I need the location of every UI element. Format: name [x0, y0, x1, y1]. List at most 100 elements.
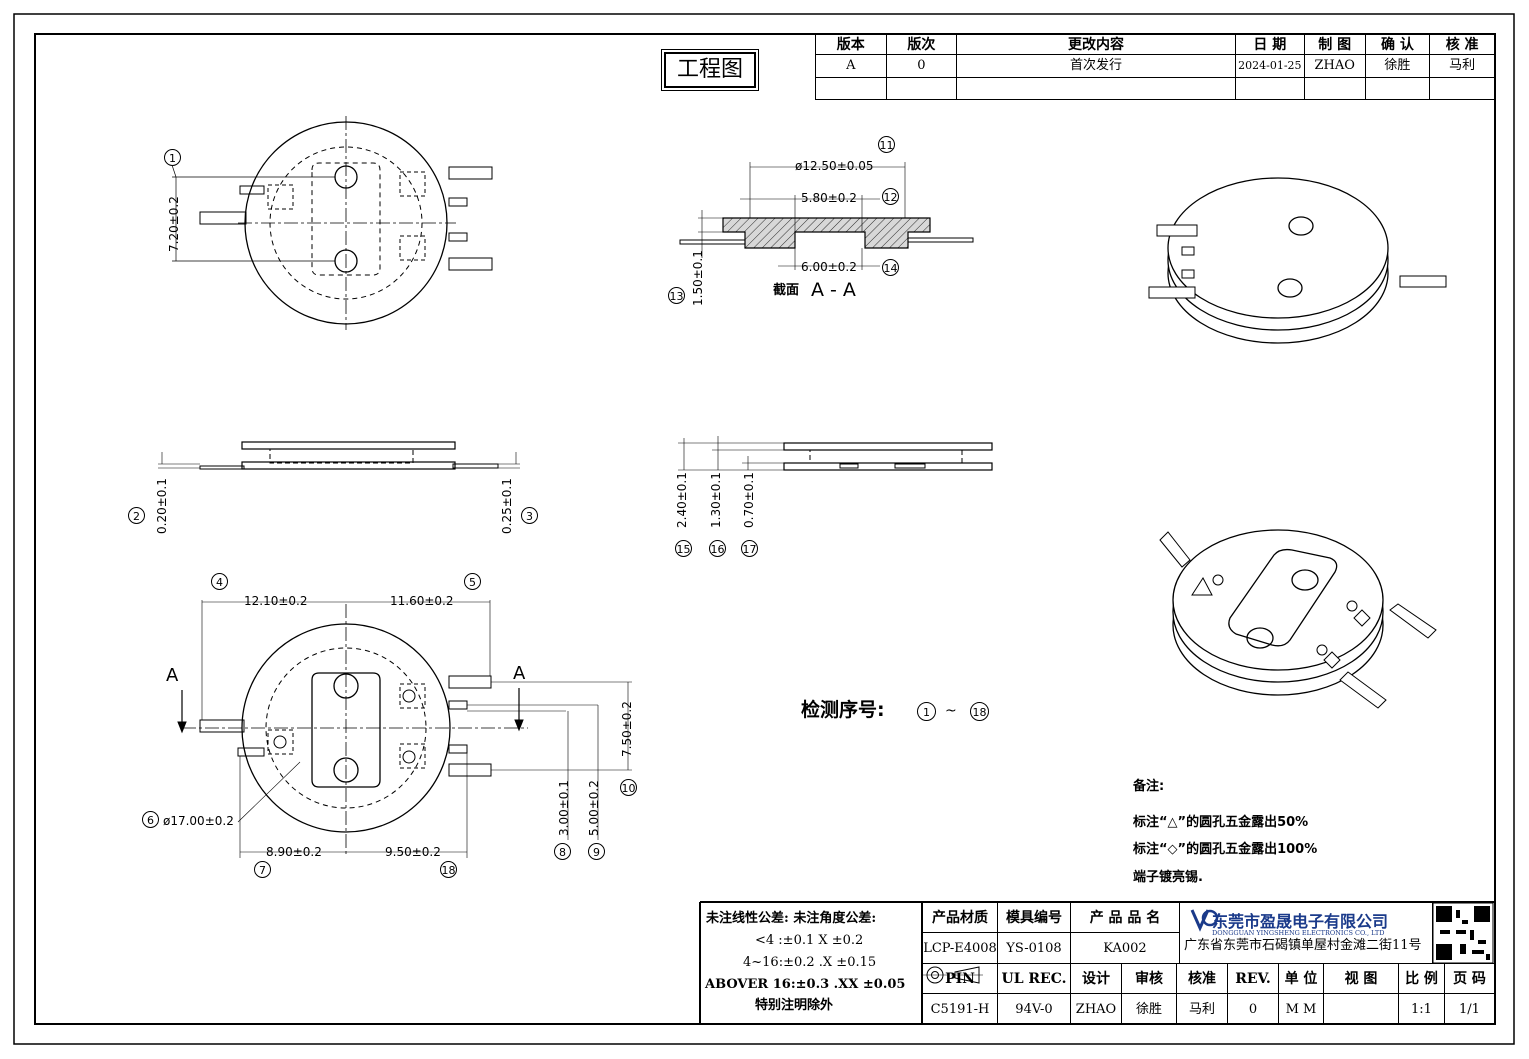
iso-view-bottom	[1159, 529, 1437, 709]
rev-header-date: 日 期	[1234, 33, 1305, 56]
balloon-16: 16	[709, 540, 726, 557]
rev-cell: 首次发行	[956, 54, 1236, 78]
rev-cell: 徐胜	[1364, 54, 1431, 78]
tb-material-header: 产品材质	[922, 902, 998, 933]
inspection-to: 18	[970, 702, 989, 721]
rev-cell: 马利	[1429, 54, 1495, 78]
tb-design-header: 设计	[1070, 963, 1122, 994]
tolerance-row: ABOVER 16:±0.3 .XX ±0.05	[705, 977, 906, 992]
balloon-2: 2	[128, 507, 145, 524]
balloon-9: 9	[588, 843, 605, 860]
dim-1: 7.20±0.2	[167, 196, 181, 252]
qr-code	[1432, 902, 1494, 964]
tb-ul-header: UL REC.	[997, 963, 1071, 994]
tb-view-symbol	[922, 965, 1399, 1025]
balloon-3: 3	[521, 507, 538, 524]
balloon-5: 5	[464, 573, 481, 590]
dim-11: ø12.50±0.05	[795, 159, 874, 173]
revision-table: 版本 版次 更改内容 日 期 制 图 确 认 核 准 A 0 首次发行 2024…	[815, 33, 1495, 101]
tolerance-row: <4 :±0.1 X ±0.2	[755, 933, 864, 948]
rev-cell: A	[815, 54, 887, 78]
company-name-cn: 东莞市盈晟电子有限公司	[1212, 911, 1389, 931]
tolerance-header: 未注线性公差: 未注角度公差:	[706, 911, 877, 926]
outer-border	[13, 13, 1515, 1045]
balloon-1: 1	[164, 149, 181, 166]
balloon-4: 4	[211, 573, 228, 590]
dim-13: 1.50±0.1	[691, 250, 705, 306]
rev-header-approve: 核 准	[1429, 33, 1495, 56]
inspection-label: 检测序号:	[801, 699, 885, 721]
balloon-8: 8	[554, 843, 571, 860]
tb-company: 东莞市盈晟电子有限公司 DONGGUAN YINGSHENG ELECTRONI…	[1179, 902, 1433, 964]
balloon-17: 17	[741, 540, 758, 557]
tb-check: 徐胜	[1121, 993, 1177, 1025]
side-view-2	[678, 436, 993, 471]
tb-name-header: 产 品 品 名	[1070, 902, 1180, 933]
notes-title: 备注:	[1133, 779, 1165, 794]
balloon-18: 18	[440, 861, 457, 878]
rev-header-version: 版本	[815, 33, 887, 56]
section-marker-right: A	[513, 663, 526, 684]
dim-5: 11.60±0.2	[390, 594, 454, 608]
dim-10: 7.50±0.2	[620, 701, 634, 757]
tolerance-row: 4~16:±0.2 .X ±0.15	[743, 955, 877, 970]
title-block-bottom: PIN UL REC. 设计 审核 核准 REV. 单 位 视 图 比 例 页 …	[922, 963, 1495, 1025]
bottom-view	[177, 600, 632, 858]
section-name: A - A	[811, 279, 856, 301]
dim-8: 3.00±0.1	[557, 780, 571, 836]
tb-rev: 0	[1227, 993, 1279, 1025]
tb-scale-header: 比 例	[1398, 963, 1445, 994]
tb-mold-header: 模具编号	[997, 902, 1071, 933]
tb-ul: 94V-0	[997, 993, 1071, 1025]
rev-header-confirm: 确 认	[1364, 33, 1431, 56]
inner-border	[34, 33, 1496, 1025]
title-block-top: 产品材质 模具编号 产 品 品 名 东莞市盈晟电子有限公司 DONGGUAN Y…	[922, 902, 1433, 964]
balloon-14: 14	[882, 259, 899, 276]
balloon-12: 12	[882, 188, 899, 205]
note-line: 标注“△”的圆孔五金露出50%	[1133, 815, 1309, 830]
tb-mold: YS-0108	[997, 932, 1071, 964]
top-view	[171, 116, 493, 330]
balloon-13: 13	[668, 287, 685, 304]
company-address: 广东省东莞市石碣镇单屋村金滩二街11号	[1184, 938, 1422, 954]
balloon-15: 15	[675, 540, 692, 557]
inspection-from: 1	[917, 702, 936, 721]
iso-view-top	[1148, 177, 1447, 344]
tb-pin: C5191-H	[922, 993, 998, 1025]
balloon-7: 7	[254, 861, 271, 878]
dim-15: 2.40±0.1	[675, 472, 689, 528]
rev-cell: 0	[885, 54, 958, 78]
dim-17: 0.70±0.1	[742, 472, 756, 528]
tb-scale: 1:1	[1398, 993, 1445, 1025]
dim-9: 5.00±0.2	[587, 780, 601, 836]
tb-unit-header: 单 位	[1278, 963, 1324, 994]
tb-unit: M M	[1278, 993, 1324, 1025]
balloon-10: 10	[620, 779, 637, 796]
dim-16: 1.30±0.1	[709, 472, 723, 528]
balloon-6: 6	[142, 811, 159, 828]
dim-14: 6.00±0.2	[801, 260, 857, 274]
section-marker-left: A	[166, 665, 179, 686]
tb-design: ZHAO	[1070, 993, 1122, 1025]
tb-approve: 马利	[1176, 993, 1228, 1025]
tb-page: 1/1	[1444, 993, 1495, 1025]
dim-2: 0.20±0.1	[155, 478, 169, 534]
rev-cell: 2024-01-25	[1234, 54, 1305, 78]
rev-header-change: 更改内容	[956, 33, 1236, 56]
title-stamp: 工程图	[661, 49, 759, 91]
section-label: 截面	[773, 283, 800, 298]
tb-page-header: 页 码	[1444, 963, 1495, 994]
note-line: 标注“◇”的圆孔五金露出100%	[1133, 842, 1318, 857]
dim-4: 12.10±0.2	[244, 594, 308, 608]
section-view	[679, 162, 974, 270]
note-line: 端子镀亮锡.	[1133, 870, 1203, 885]
tb-check-header: 审核	[1121, 963, 1177, 994]
inspection-sep: ~	[945, 703, 957, 719]
dim-6: ø17.00±0.2	[163, 814, 234, 828]
tb-material: LCP-E4008	[922, 932, 998, 964]
balloon-11: 11	[878, 136, 895, 153]
dim-7: 8.90±0.2	[266, 845, 322, 859]
tb-name: KA002	[1070, 932, 1180, 964]
